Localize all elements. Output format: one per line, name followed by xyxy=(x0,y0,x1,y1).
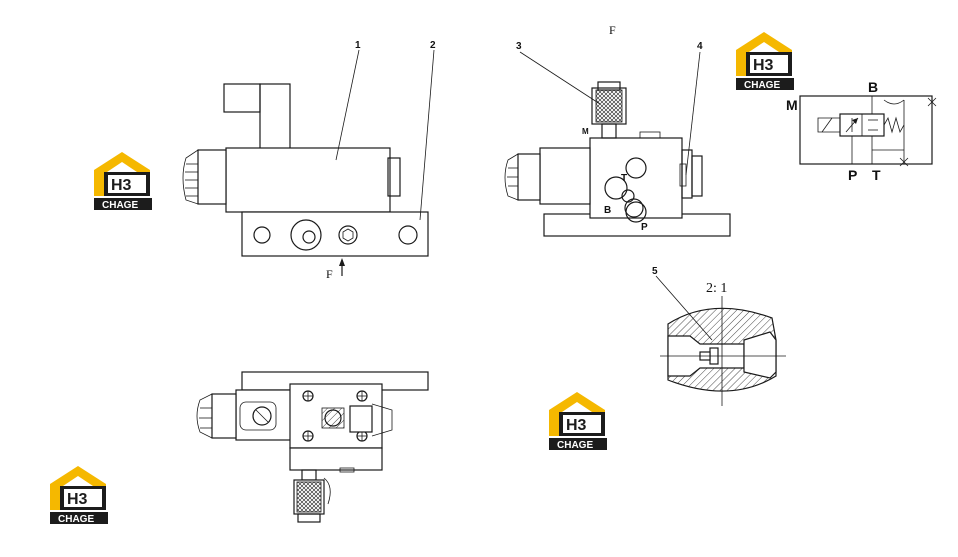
top-view xyxy=(196,371,429,523)
part-4-label: 4 xyxy=(697,41,703,52)
schematic-port-p: P xyxy=(848,167,857,183)
svg-text:H3: H3 xyxy=(753,57,774,74)
svg-text:H3: H3 xyxy=(111,177,132,194)
schematic-port-m: M xyxy=(786,97,798,113)
view-f-title-label: F xyxy=(609,23,616,37)
svg-text:H3: H3 xyxy=(67,491,88,508)
view-f-arrow-label: F xyxy=(326,267,333,281)
front-view xyxy=(182,83,429,276)
schematic-port-t: T xyxy=(872,167,881,183)
port-p-label: P xyxy=(641,222,648,233)
svg-text:CHAGE: CHAGE xyxy=(102,200,138,211)
part-5-label: 5 xyxy=(652,266,658,277)
svg-text:H3: H3 xyxy=(566,417,587,434)
part-3-label: 3 xyxy=(516,41,522,52)
port-m-small-label: M xyxy=(582,127,589,136)
part-1-label: 1 xyxy=(355,40,361,51)
brand-logo-top-right: H3 CHAGE xyxy=(736,32,794,91)
schematic-port-b: B xyxy=(868,79,878,95)
scale-label: 2: 1 xyxy=(706,281,727,296)
brand-logo-bottom-left: H3 CHAGE xyxy=(50,466,108,525)
view-f xyxy=(504,81,731,237)
port-t-label: T xyxy=(621,173,627,184)
hydraulic-schematic xyxy=(799,95,937,167)
brand-logo-left: H3 CHAGE xyxy=(94,152,152,211)
svg-text:CHAGE: CHAGE xyxy=(744,80,780,91)
svg-text:CHAGE: CHAGE xyxy=(557,440,593,451)
detail-5 xyxy=(660,296,786,406)
port-b-label: B xyxy=(604,205,611,216)
brand-logo-middle: H3 CHAGE xyxy=(549,392,607,451)
part-2-label: 2 xyxy=(430,40,436,51)
svg-text:CHAGE: CHAGE xyxy=(58,514,94,525)
